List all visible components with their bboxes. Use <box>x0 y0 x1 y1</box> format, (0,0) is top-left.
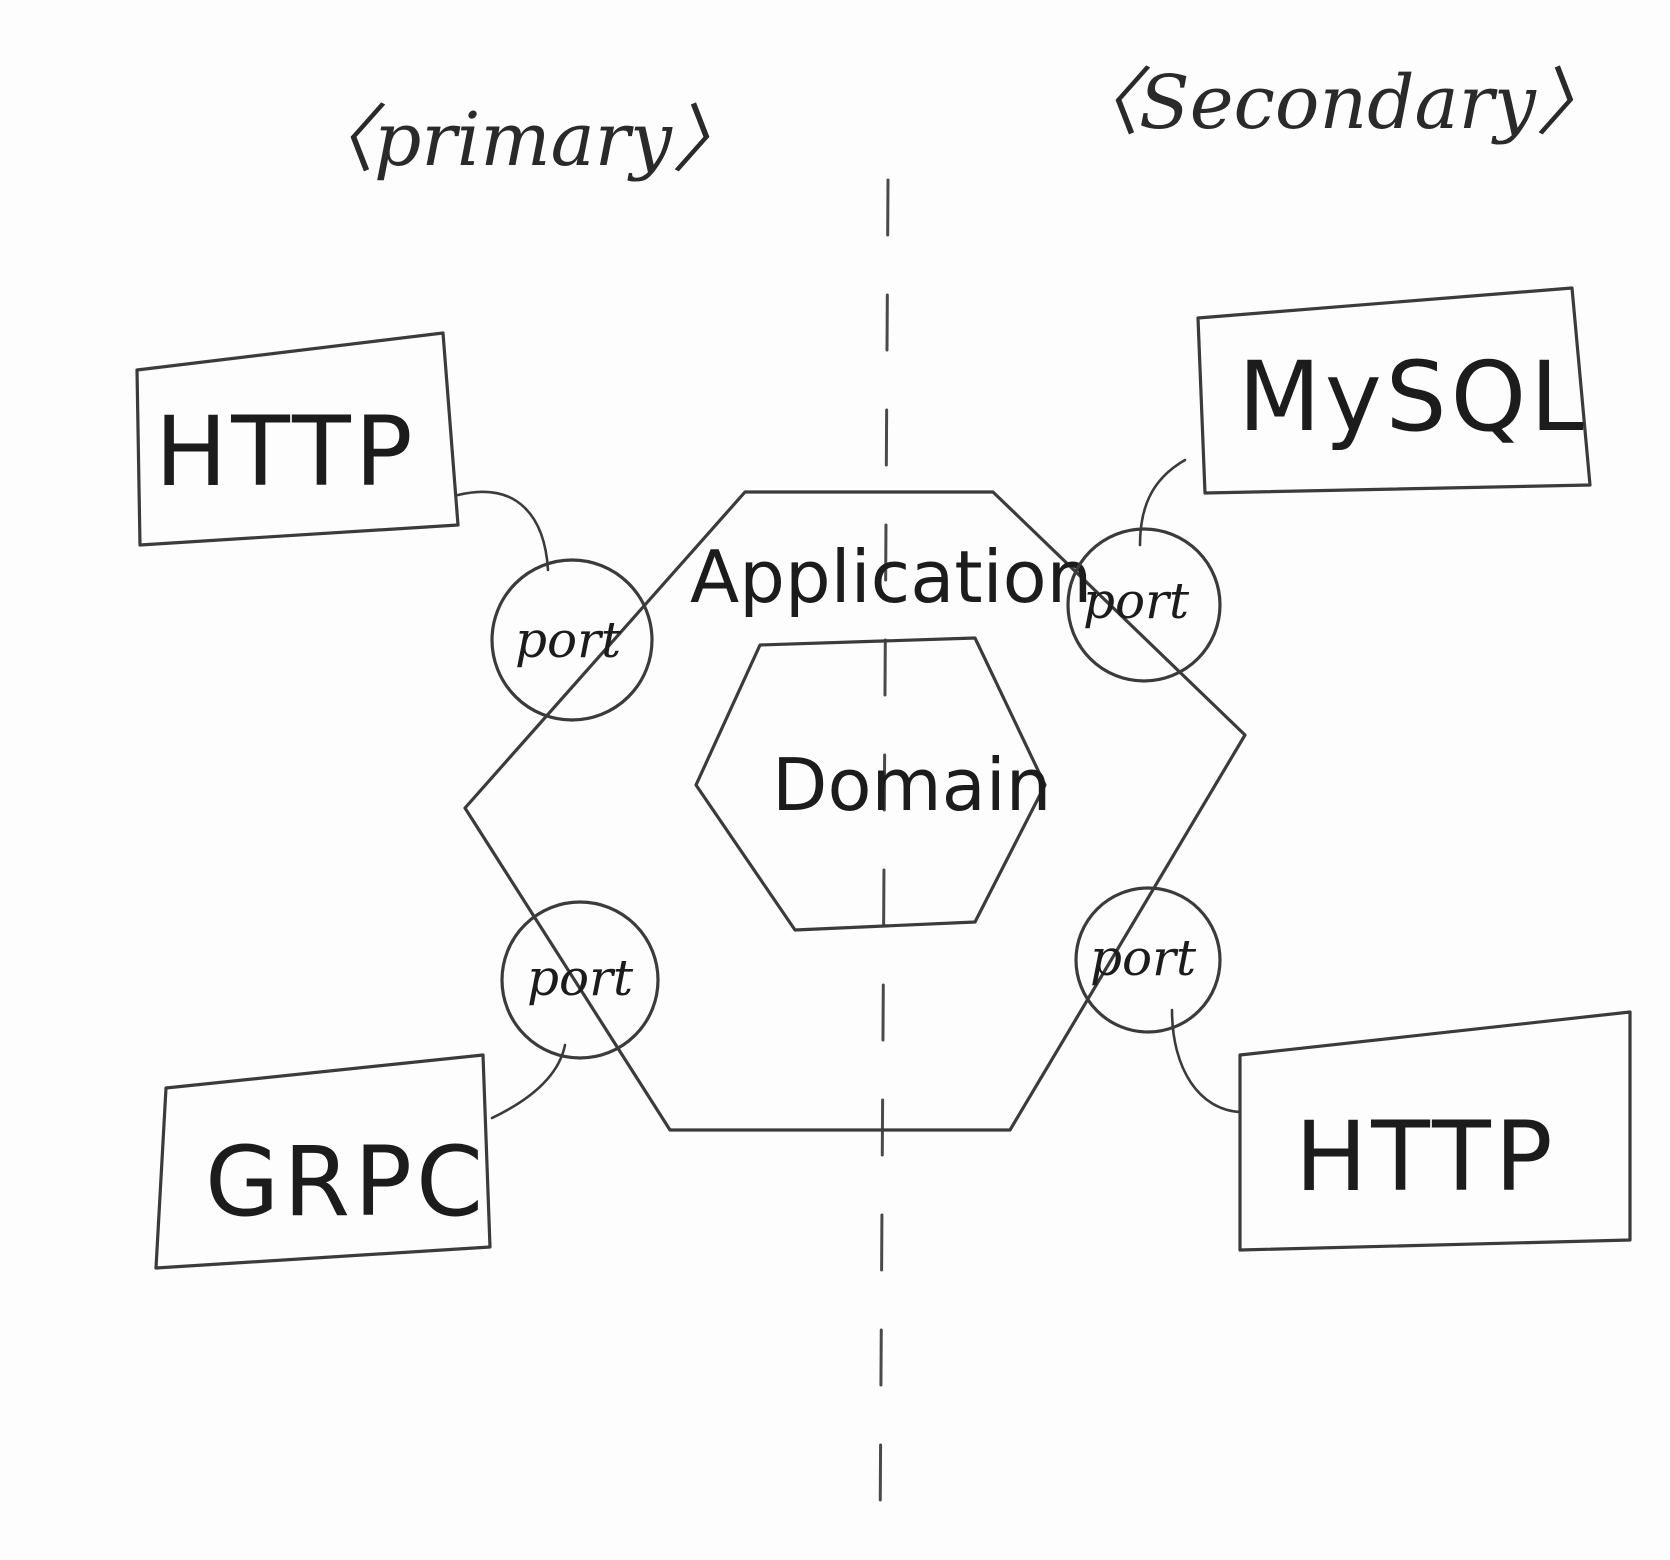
http-secondary-adapter-label: HTTP <box>1295 1101 1557 1213</box>
domain-hexagon <box>694 636 1047 932</box>
http-primary-adapter-label: HTTP <box>155 396 417 508</box>
primary-secondary-divider <box>878 178 890 1547</box>
http-secondary-adapter-box <box>1238 1010 1632 1252</box>
http-primary-adapter-box <box>135 331 460 547</box>
application-hexagon <box>463 490 1247 1132</box>
secondary-side-label: 〈Secondary〉 <box>1065 60 1610 146</box>
mysql-connector <box>1138 458 1187 547</box>
mysql-adapter-label: MySQL <box>1238 341 1588 453</box>
http-secondary-connector <box>1170 1008 1242 1114</box>
port-secondary-mysql <box>1066 527 1222 683</box>
http-primary-connector <box>456 490 550 572</box>
mysql-adapter-box <box>1196 286 1592 495</box>
port-secondary-mysql-label: port <box>1083 572 1190 630</box>
grpc-adapter-label: GRPC <box>205 1126 487 1238</box>
grpc-connector <box>490 1043 567 1120</box>
port-primary-http <box>490 558 654 722</box>
grpc-adapter-box <box>154 1053 492 1270</box>
port-primary-grpc-label: port <box>527 949 634 1007</box>
application-label: Application <box>690 535 1092 619</box>
port-secondary-http-label: port <box>1090 929 1197 987</box>
port-secondary-http <box>1074 886 1222 1034</box>
port-primary-http-label: port <box>515 611 622 669</box>
domain-label: Domain <box>772 743 1051 827</box>
primary-side-label: 〈primary〉 <box>300 97 746 183</box>
port-primary-grpc <box>500 900 660 1060</box>
